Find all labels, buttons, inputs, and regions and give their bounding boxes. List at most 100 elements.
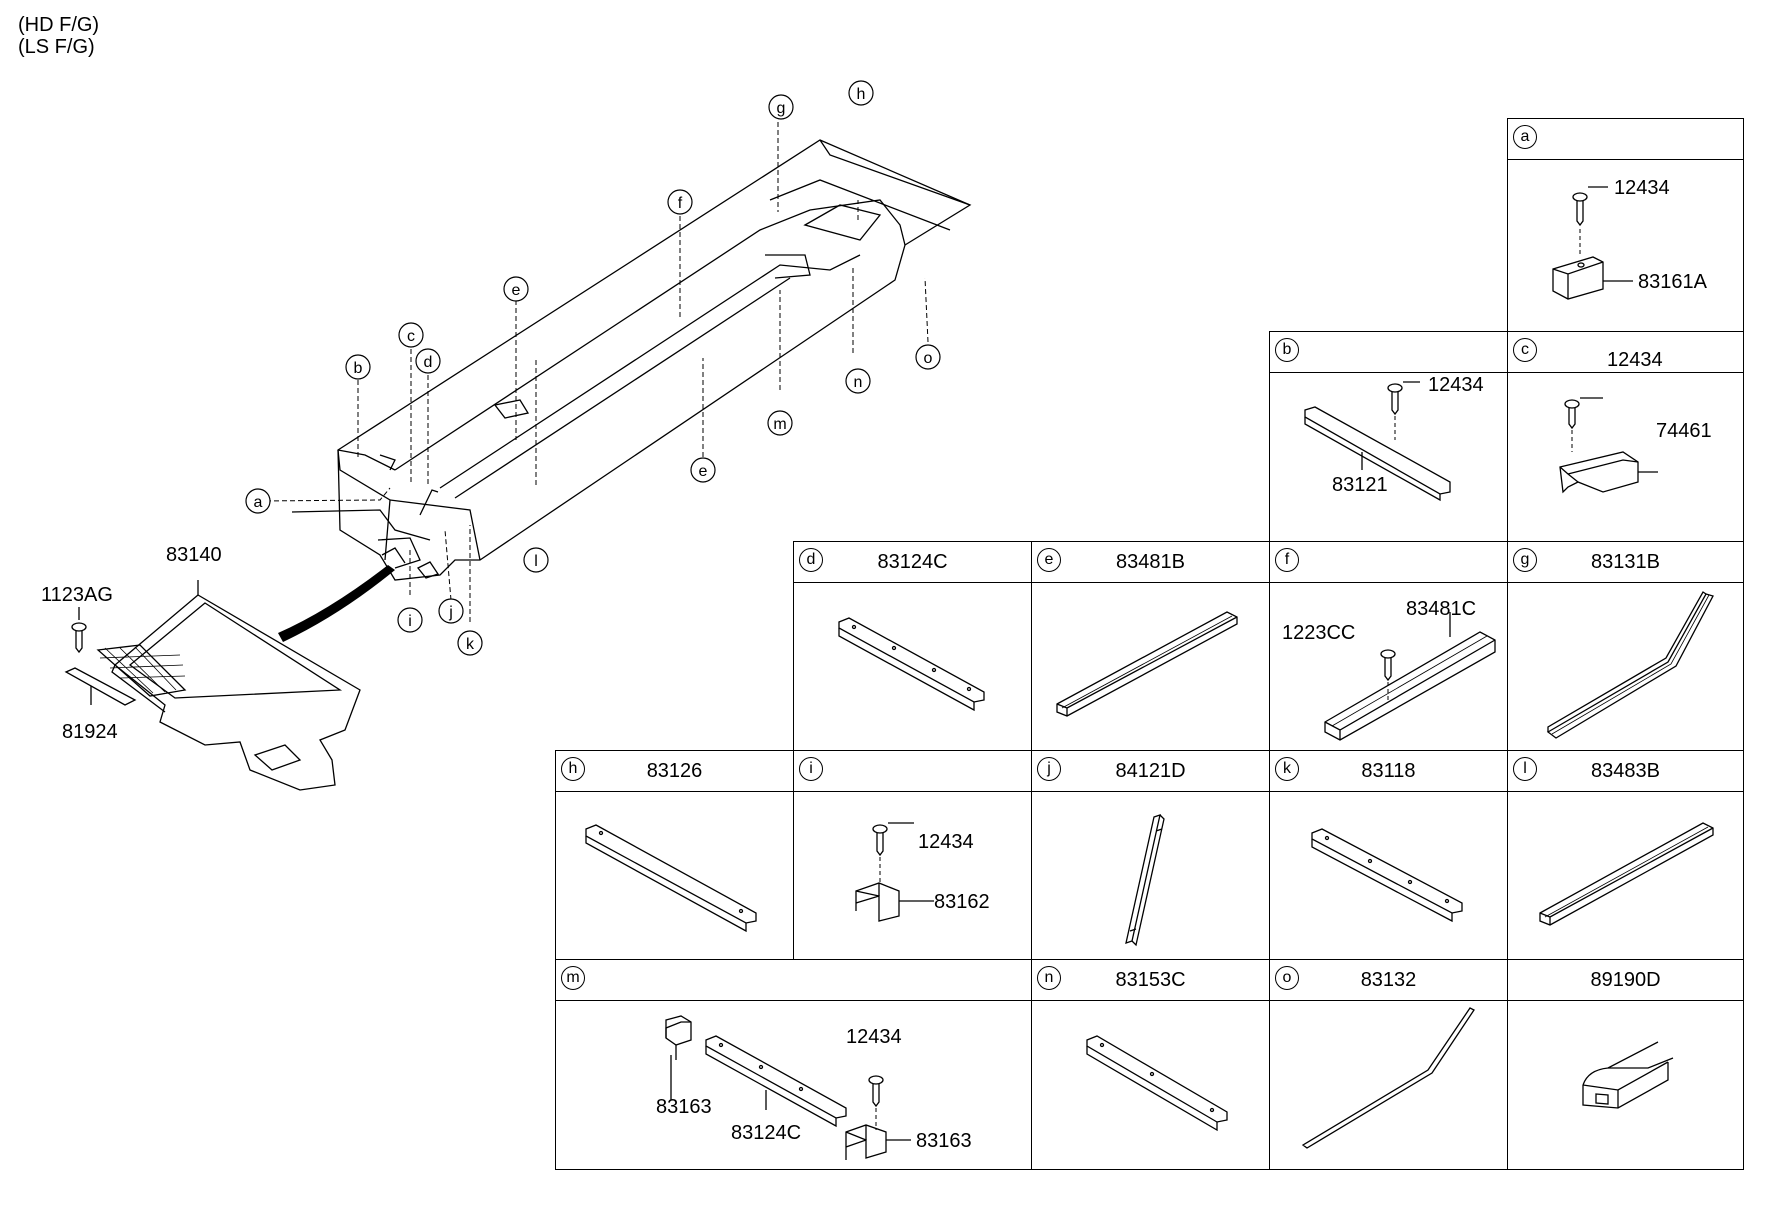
letter-n: n bbox=[1037, 966, 1061, 990]
callout-circles bbox=[245, 80, 941, 656]
callout-e-bottom bbox=[690, 457, 716, 483]
callout-l-text: l bbox=[534, 553, 538, 570]
callout-n bbox=[845, 368, 871, 394]
part-p-drawing bbox=[1582, 1041, 1674, 1109]
label-a-12434: 12434 bbox=[1614, 177, 1670, 199]
label-i-83162: 83162 bbox=[934, 891, 990, 913]
callout-a-text: a bbox=[254, 494, 263, 511]
cell-e: e 83481B bbox=[1031, 541, 1270, 751]
letter-a: a bbox=[1513, 125, 1537, 149]
cell-m: m 12434 83163 83124C 83163 bbox=[555, 959, 1032, 1170]
part-o-drawing bbox=[1301, 1007, 1475, 1149]
letter-c: c bbox=[1513, 338, 1537, 362]
callout-f-text: f bbox=[678, 195, 683, 212]
part-c-drawing bbox=[1559, 397, 1658, 494]
callout-n-text: n bbox=[854, 374, 863, 391]
part-n: 83153C bbox=[1115, 969, 1186, 991]
callout-h-text: h bbox=[857, 86, 866, 103]
callout-c-text: c bbox=[407, 328, 415, 345]
part-m-drawing bbox=[665, 1015, 911, 1160]
callout-leaders bbox=[257, 122, 929, 622]
label-c-74461: 74461 bbox=[1656, 420, 1712, 442]
callout-l bbox=[523, 547, 549, 573]
letter-e: e bbox=[1037, 548, 1061, 572]
part-h: 83126 bbox=[646, 760, 703, 782]
callout-g bbox=[768, 94, 794, 120]
part-f-drawing bbox=[1324, 612, 1496, 741]
callout-i bbox=[397, 607, 423, 633]
header-hd-fg: (HD F/G) bbox=[18, 14, 100, 36]
part-e-drawing bbox=[1056, 611, 1238, 717]
mat-83140 bbox=[96, 580, 361, 791]
header-ls-fg: (LS F/G) bbox=[18, 36, 95, 58]
callout-d bbox=[415, 348, 441, 374]
callout-e-top bbox=[503, 276, 529, 302]
label-83140: 83140 bbox=[166, 544, 222, 566]
part-n-drawing bbox=[1086, 1035, 1228, 1132]
callout-j bbox=[438, 598, 464, 624]
part-l: 83483B bbox=[1591, 760, 1660, 782]
cell-a: a 12434 83161A bbox=[1507, 118, 1744, 332]
letter-l: l bbox=[1513, 757, 1537, 781]
callout-f bbox=[667, 189, 693, 215]
letter-m: m bbox=[561, 966, 585, 990]
cell-l: l 83483B bbox=[1507, 750, 1744, 960]
cell-c: c 12434 74461 bbox=[1507, 331, 1744, 542]
label-m-83163-right: 83163 bbox=[916, 1130, 972, 1152]
callout-o bbox=[915, 344, 941, 370]
letter-f: f bbox=[1275, 548, 1299, 572]
part-b-drawing bbox=[1304, 381, 1451, 502]
part-a-drawing bbox=[1552, 186, 1633, 300]
callout-b bbox=[345, 354, 371, 380]
label-a-83161a: 83161A bbox=[1638, 271, 1707, 293]
part-h-drawing bbox=[585, 824, 757, 933]
cell-g: g 83131B bbox=[1507, 541, 1744, 751]
part-e: 83481B bbox=[1116, 551, 1185, 573]
letter-i: i bbox=[799, 757, 823, 781]
callout-o-text: o bbox=[924, 350, 933, 367]
callout-i-text: i bbox=[408, 613, 412, 630]
letter-g: g bbox=[1513, 548, 1537, 572]
callout-b-text: b bbox=[354, 360, 363, 377]
part-d-drawing bbox=[838, 617, 985, 712]
part-i-drawing bbox=[855, 822, 934, 922]
letter-o: o bbox=[1275, 966, 1299, 990]
callout-e-top-text: e bbox=[512, 282, 521, 299]
bolt-1123ag bbox=[71, 607, 87, 654]
callout-m-text: m bbox=[773, 416, 786, 433]
label-m-83124c: 83124C bbox=[731, 1122, 802, 1144]
assembly-arrow bbox=[278, 565, 395, 642]
label-f-83481c: 83481C bbox=[1406, 598, 1477, 620]
part-g: 83131B bbox=[1591, 551, 1660, 573]
label-f-1223cc: 1223CC bbox=[1282, 622, 1356, 644]
cell-b: b 12434 83121 bbox=[1269, 331, 1508, 542]
cell-n: n 83153C bbox=[1031, 959, 1270, 1170]
callout-m bbox=[767, 410, 793, 436]
callout-e-bottom-text: e bbox=[699, 463, 708, 480]
callout-j-text: j bbox=[448, 604, 453, 621]
label-81924: 81924 bbox=[62, 721, 118, 743]
callout-k bbox=[457, 630, 483, 656]
callout-h bbox=[848, 80, 874, 106]
callout-a bbox=[245, 488, 271, 514]
label-b-12434: 12434 bbox=[1428, 374, 1484, 396]
letter-j: j bbox=[1037, 757, 1061, 781]
label-m-83163-left: 83163 bbox=[656, 1096, 712, 1118]
cell-f: f 1223CC 83481C bbox=[1269, 541, 1508, 751]
strip-81924 bbox=[64, 667, 137, 706]
part-k-drawing bbox=[1311, 828, 1463, 923]
part-l-drawing bbox=[1539, 822, 1714, 926]
part-d: 83124C bbox=[877, 551, 948, 573]
letter-k: k bbox=[1275, 757, 1299, 781]
callout-g-text: g bbox=[777, 100, 786, 117]
label-i-12434: 12434 bbox=[918, 831, 974, 853]
part-j-drawing bbox=[1125, 814, 1165, 947]
callout-c bbox=[398, 322, 424, 348]
label-c-12434: 12434 bbox=[1607, 349, 1663, 371]
